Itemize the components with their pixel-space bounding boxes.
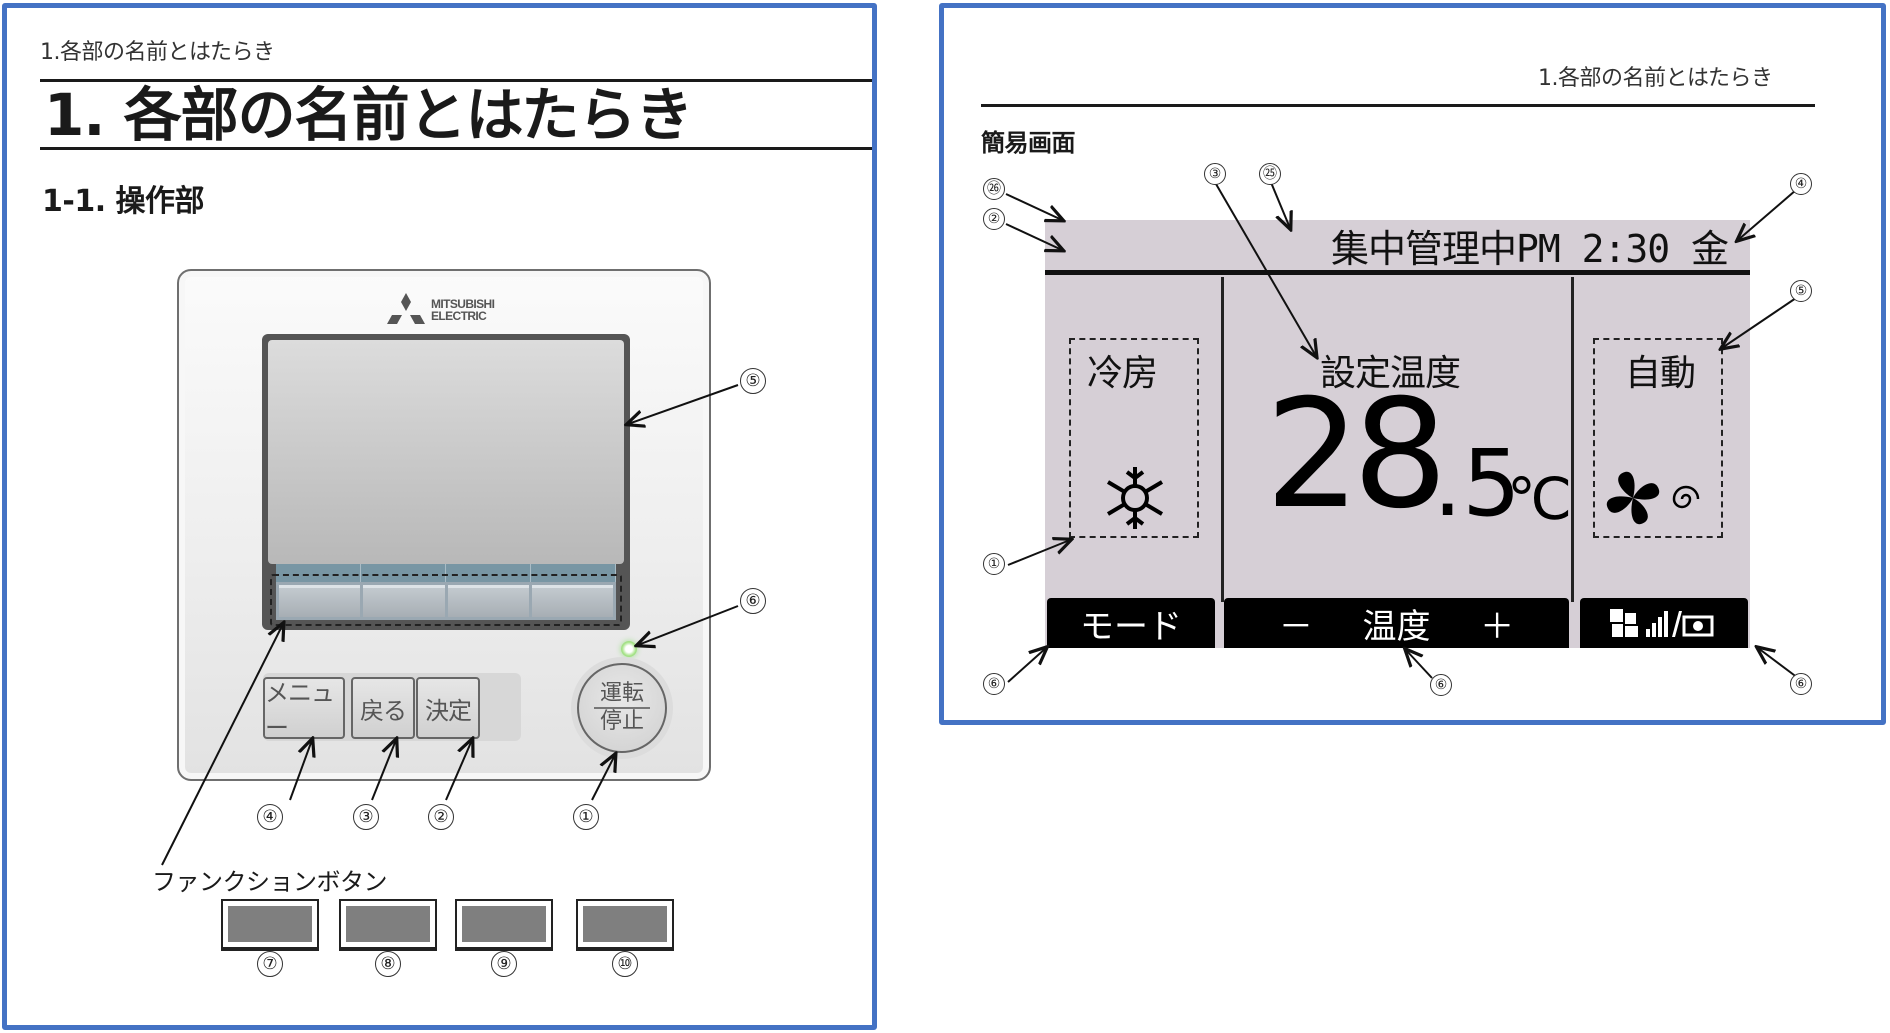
power-button[interactable]: 運転 停止 bbox=[577, 663, 667, 753]
power-button-label-top: 運転 bbox=[599, 681, 644, 706]
mitsubishi-logo: MITSUBISHI ELECTRIC bbox=[387, 293, 517, 327]
callout-8: ⑧ bbox=[375, 951, 401, 977]
function-key-7 bbox=[221, 899, 319, 951]
function-buttons-highlight bbox=[270, 574, 622, 626]
callout-26: ㉖ bbox=[983, 178, 1005, 200]
callout-1-mode: ① bbox=[983, 553, 1005, 575]
swirl-icon bbox=[1672, 485, 1700, 509]
callout-5-fan: ⑤ bbox=[1790, 280, 1812, 302]
callout-4-clock: ④ bbox=[1790, 173, 1812, 195]
right-header-rule bbox=[981, 104, 1815, 107]
callout-3-back: ③ bbox=[353, 804, 379, 830]
callout-9: ⑨ bbox=[491, 951, 517, 977]
screen-function-strip bbox=[276, 564, 616, 582]
back-button[interactable]: 戻る bbox=[351, 677, 415, 739]
function-button-f1[interactable] bbox=[279, 585, 361, 617]
callout-1-power: ① bbox=[573, 804, 599, 830]
softkey-fan-speed[interactable] bbox=[1580, 598, 1748, 648]
callout-2-header: ② bbox=[983, 208, 1005, 230]
brand-line-2: ELECTRIC bbox=[431, 309, 487, 323]
function-button-f2[interactable] bbox=[363, 585, 445, 617]
fan-speed-icon bbox=[1610, 609, 1714, 637]
three-diamonds-icon bbox=[387, 293, 425, 324]
remote-controller-illustration: MITSUBISHI ELECTRIC メニュー 戻る 決定 運転 停止 bbox=[177, 269, 711, 781]
confirm-button[interactable]: 決定 bbox=[416, 677, 480, 739]
section-subtitle: 1-1. 操作部 bbox=[42, 184, 205, 219]
set-temp-decimal: .5 bbox=[1433, 430, 1521, 537]
lcd-status-bar: 集中管理中PM 2:30 金 bbox=[1330, 226, 1729, 271]
title-top-rule bbox=[40, 79, 872, 82]
function-key-10 bbox=[576, 899, 674, 951]
lcd-screen bbox=[268, 340, 624, 564]
plus-icon[interactable]: ＋ bbox=[1480, 606, 1515, 647]
power-button-label-bottom: 停止 bbox=[599, 709, 644, 734]
section-title: 簡易画面 bbox=[981, 129, 1076, 157]
left-running-head: 1.各部の名前とはたらき bbox=[40, 40, 275, 65]
function-button-row bbox=[276, 582, 616, 620]
function-key-8 bbox=[339, 899, 437, 951]
function-button-f3[interactable] bbox=[447, 585, 529, 617]
brand-line-1: MITSUBISHI bbox=[431, 297, 495, 311]
lcd-divider-2 bbox=[1571, 277, 1574, 602]
power-button-divider bbox=[594, 707, 650, 709]
fan-mode-label: 自動 bbox=[1625, 353, 1696, 394]
function-button-f4[interactable] bbox=[531, 585, 613, 617]
set-temp-integer: 28 bbox=[1265, 368, 1448, 542]
screen-bezel bbox=[262, 334, 630, 630]
set-temp-label: 設定温度 bbox=[1320, 353, 1461, 394]
title-bottom-rule bbox=[40, 147, 872, 150]
callout-2-confirm: ② bbox=[428, 804, 454, 830]
snowflake-icon bbox=[1106, 467, 1164, 529]
simple-screen-lcd: 集中管理中PM 2:30 金 冷房 設定温度 28 .5 ℃ 自動 bbox=[1045, 220, 1750, 648]
function-key-9 bbox=[455, 899, 553, 951]
function-buttons-label: ファンクションボタン bbox=[152, 868, 388, 896]
callout-4-menu: ④ bbox=[257, 804, 283, 830]
callout-3-set-temp: ③ bbox=[1204, 163, 1226, 185]
page-title: 1. 各部の名前とはたらき bbox=[44, 81, 693, 149]
right-running-head: 1.各部の名前とはたらき bbox=[1538, 66, 1773, 91]
mode-indicator-box bbox=[1069, 338, 1199, 538]
fan-indicator-box bbox=[1593, 338, 1723, 538]
softkey-mode[interactable]: モード bbox=[1047, 598, 1215, 648]
callout-6-softkey-center: ⑥ bbox=[1430, 674, 1452, 696]
callout-10: ⑩ bbox=[612, 951, 638, 977]
lcd-divider-1 bbox=[1221, 277, 1224, 602]
softkey-temp-label: 温度 bbox=[1362, 606, 1431, 647]
callout-25-status: ㉕ bbox=[1259, 163, 1281, 185]
callout-7: ⑦ bbox=[257, 951, 283, 977]
callout-6-led: ⑥ bbox=[740, 588, 766, 614]
minus-icon[interactable]: － bbox=[1278, 606, 1313, 647]
right-callout-arrows bbox=[1005, 179, 1799, 683]
callout-6-softkey-left: ⑥ bbox=[983, 673, 1005, 695]
callout-5-screen: ⑤ bbox=[740, 368, 766, 394]
temp-unit: ℃ bbox=[1507, 465, 1573, 533]
fan-icon bbox=[1606, 471, 1660, 525]
mode-label: 冷房 bbox=[1087, 353, 1158, 394]
lcd-header-rule bbox=[1045, 270, 1750, 275]
callout-6-softkey-right: ⑥ bbox=[1790, 673, 1812, 695]
softkey-temperature[interactable]: － 温度 ＋ bbox=[1224, 598, 1569, 648]
left-callout-arrows bbox=[161, 384, 739, 866]
